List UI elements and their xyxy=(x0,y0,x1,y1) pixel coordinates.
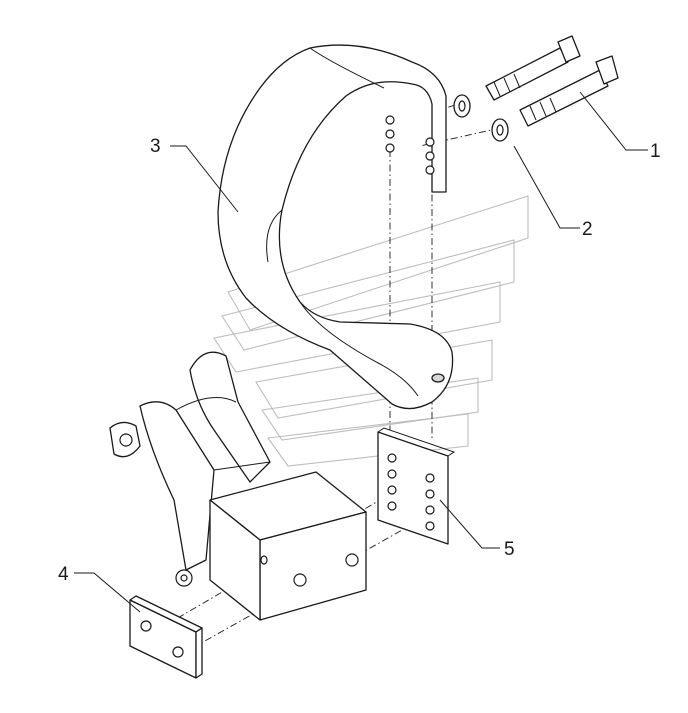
bolt-upper xyxy=(485,35,581,101)
washer-lower xyxy=(491,118,509,142)
square-tube-holder xyxy=(209,471,367,621)
callout-1: 1 xyxy=(650,141,661,162)
mounting-plate xyxy=(377,427,456,545)
callout-2: 2 xyxy=(582,219,593,240)
clamp-plate xyxy=(129,595,203,679)
callout-5: 5 xyxy=(504,539,515,560)
shank-bracket xyxy=(109,351,271,587)
leader-3 xyxy=(170,145,239,213)
leader-lines xyxy=(74,91,648,613)
callout-labels: 1 2 3 4 5 xyxy=(58,136,661,585)
callout-4: 4 xyxy=(58,564,69,585)
washer-upper xyxy=(453,94,471,118)
leader-4 xyxy=(74,572,141,613)
leader-2 xyxy=(513,145,580,229)
spring-tine xyxy=(217,44,454,410)
callout-3: 3 xyxy=(150,136,161,157)
bolt-lower xyxy=(519,55,619,127)
leader-5 xyxy=(439,499,500,549)
leader-1 xyxy=(579,91,648,151)
